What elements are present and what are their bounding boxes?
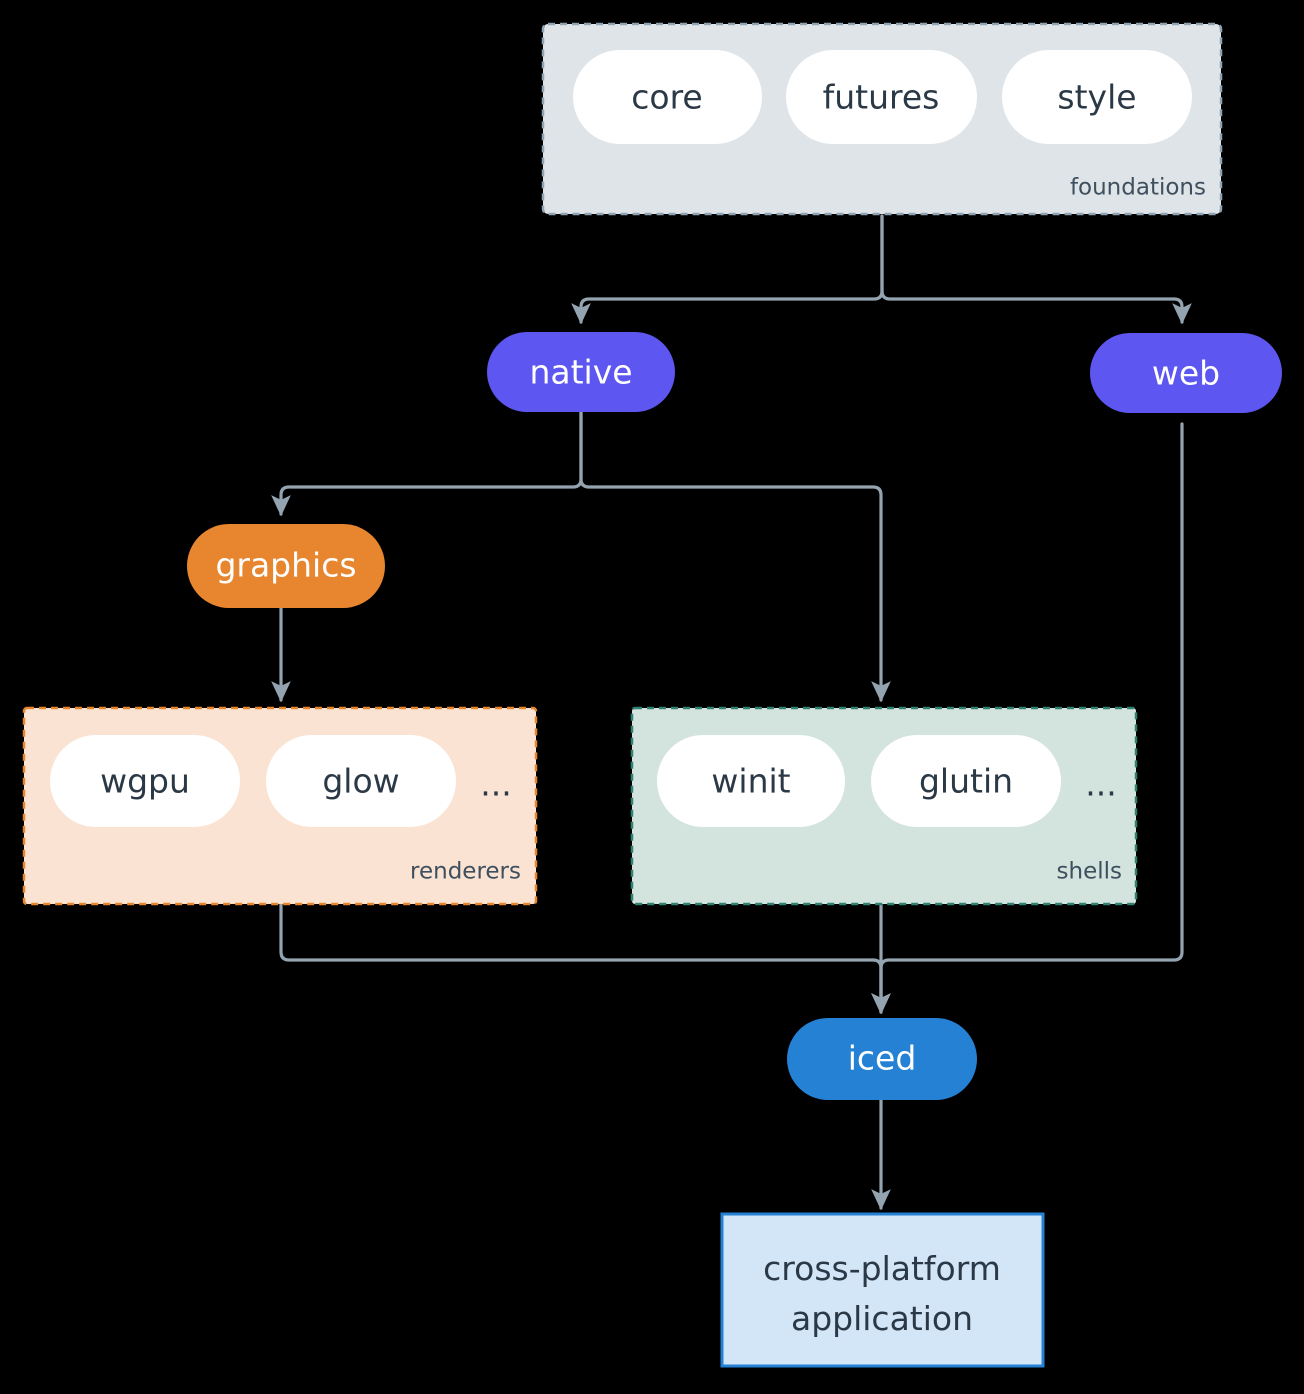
futures-label: futures	[823, 78, 940, 117]
node-web[interactable]: web	[1090, 333, 1282, 413]
group-renderers: wgpu glow ... renderers	[22, 706, 538, 906]
edge-renderers-to-iced	[279, 901, 891, 1015]
wgpu-label: wgpu	[100, 762, 190, 801]
style-label: style	[1057, 78, 1136, 117]
node-cross-platform-application[interactable]: cross-platform application	[720, 1212, 1045, 1368]
glutin-label: glutin	[919, 762, 1013, 801]
node-futures[interactable]: futures	[786, 50, 977, 144]
node-style[interactable]: style	[1002, 50, 1192, 144]
glutin-pill[interactable]	[871, 735, 1061, 827]
shells-group-label: shells	[1057, 859, 1122, 885]
edge-layer	[271, 214, 1192, 1211]
core-pill[interactable]	[573, 50, 762, 144]
renderers-group-label: renderers	[410, 859, 521, 885]
iced-label: iced	[848, 1039, 917, 1078]
node-core[interactable]: core	[573, 50, 762, 144]
winit-label: winit	[711, 762, 790, 801]
foundations-group-label: foundations	[1070, 175, 1206, 201]
edge-native-to-shells	[579, 410, 891, 703]
group-foundations: core futures style foundations	[541, 22, 1223, 216]
node-glutin[interactable]: glutin	[871, 735, 1061, 827]
futures-pill[interactable]	[786, 50, 977, 144]
iced-pill[interactable]	[787, 1018, 977, 1100]
node-native[interactable]: native	[487, 332, 675, 412]
edge-foundations-split	[571, 214, 884, 325]
winit-pill[interactable]	[657, 735, 845, 827]
edge-foundations-to-web	[880, 214, 1192, 325]
wgpu-pill[interactable]	[50, 735, 240, 827]
web-label: web	[1152, 354, 1220, 393]
group-shells: winit glutin ... shells	[630, 706, 1138, 906]
web-pill[interactable]	[1090, 333, 1282, 413]
node-winit[interactable]: winit	[657, 735, 845, 827]
edge-native-to-graphics	[271, 410, 583, 517]
glow-label: glow	[322, 762, 399, 801]
style-pill[interactable]	[1002, 50, 1192, 144]
application-label-line1: cross-platform	[763, 1249, 1001, 1288]
core-label: core	[631, 78, 702, 117]
graphics-label: graphics	[215, 546, 356, 585]
node-iced[interactable]: iced	[787, 1018, 977, 1100]
edge-web-to-iced	[871, 422, 1184, 1015]
node-glow[interactable]: glow	[266, 735, 456, 827]
native-pill[interactable]	[487, 332, 675, 412]
node-wgpu[interactable]: wgpu	[50, 735, 240, 827]
shells-ellipsis: ...	[1085, 765, 1116, 804]
glow-pill[interactable]	[266, 735, 456, 827]
node-graphics[interactable]: graphics	[187, 524, 385, 608]
graphics-pill[interactable]	[187, 524, 385, 608]
application-label-line2: application	[791, 1299, 973, 1338]
native-label: native	[529, 353, 632, 392]
renderers-ellipsis: ...	[480, 765, 511, 804]
application-box[interactable]	[720, 1212, 1045, 1368]
